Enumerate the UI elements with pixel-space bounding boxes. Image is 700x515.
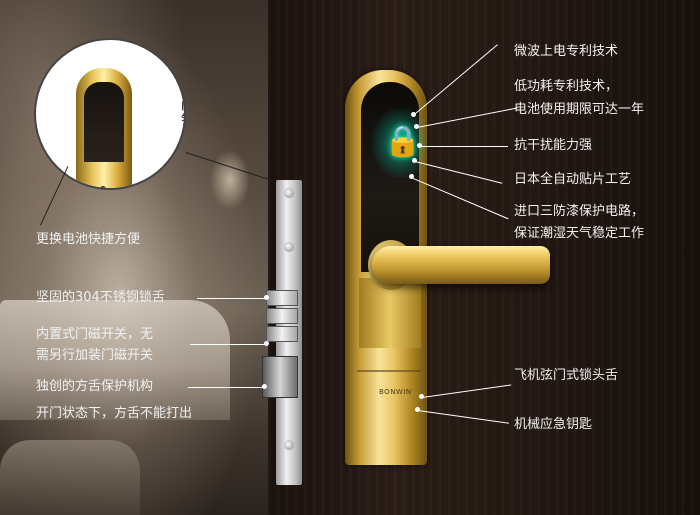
label-protect-line2: 开门状态下，方舌不能打出 bbox=[36, 406, 193, 421]
screw-icon bbox=[284, 242, 294, 252]
pointer-dot bbox=[409, 174, 414, 179]
label-battery: 更换电池快捷方便 bbox=[36, 232, 141, 247]
pointer-dot bbox=[264, 295, 269, 300]
armchair-shape bbox=[0, 440, 140, 515]
brand-text: BONWIN bbox=[379, 388, 412, 396]
pointer-dot bbox=[414, 124, 419, 129]
label-lowpower-line2: 电池使用期限可达一年 bbox=[514, 102, 645, 117]
lock-back-plate bbox=[76, 68, 132, 188]
back-plate-window bbox=[84, 82, 124, 162]
label-protect-line1: 独创的方舌保护机构 bbox=[36, 379, 154, 394]
label-latch: 飞机弦门式锁头舌 bbox=[514, 368, 619, 383]
label-deadbolt: 坚固的304不锈钢锁舌 bbox=[36, 290, 165, 305]
label-magnet-line1: 内置式门磁开关，无 bbox=[36, 327, 154, 342]
zoom-circle: 门锁后体 bbox=[34, 38, 186, 190]
pointer-dot bbox=[415, 407, 420, 412]
lever-handle bbox=[372, 246, 550, 284]
leader-line bbox=[190, 344, 267, 345]
pointer-dot bbox=[419, 394, 424, 399]
leader-line bbox=[197, 298, 267, 299]
latch-bolt bbox=[262, 356, 298, 398]
leader-line bbox=[188, 387, 263, 388]
deadbolt-block bbox=[266, 308, 298, 324]
label-microwave: 微波上电专利技术 bbox=[514, 44, 619, 59]
pointer-dot bbox=[417, 143, 422, 148]
lamp-glow bbox=[210, 150, 250, 210]
label-magnet-line2: 需另行加装门磁开关 bbox=[36, 348, 154, 363]
lock-circuit-icon: 🔒 bbox=[384, 124, 422, 159]
label-smt: 日本全自动贴片工艺 bbox=[514, 172, 632, 187]
label-coating-line1: 进口三防漆保护电路， bbox=[514, 204, 645, 219]
screw-icon bbox=[284, 188, 294, 198]
bed-shape bbox=[0, 300, 230, 420]
pointer-dot bbox=[262, 384, 267, 389]
pointer-dot bbox=[411, 112, 416, 117]
zoom-label: 门锁后体 bbox=[178, 98, 186, 158]
label-coating-line2: 保证潮湿天气稳定工作 bbox=[514, 226, 645, 241]
pointer-dot bbox=[412, 158, 417, 163]
pointer-dot bbox=[264, 341, 269, 346]
battery-screw-icon bbox=[100, 186, 106, 188]
key-cover bbox=[357, 370, 421, 454]
label-key: 机械应急钥匙 bbox=[514, 417, 593, 432]
screw-icon bbox=[284, 440, 294, 450]
label-antiinterference: 抗干扰能力强 bbox=[514, 138, 593, 153]
leader-line bbox=[420, 146, 508, 147]
label-lowpower-line1: 低功耗专利技术， bbox=[514, 79, 619, 94]
deadbolt-block bbox=[266, 290, 298, 306]
deadbolt-block bbox=[266, 326, 298, 342]
